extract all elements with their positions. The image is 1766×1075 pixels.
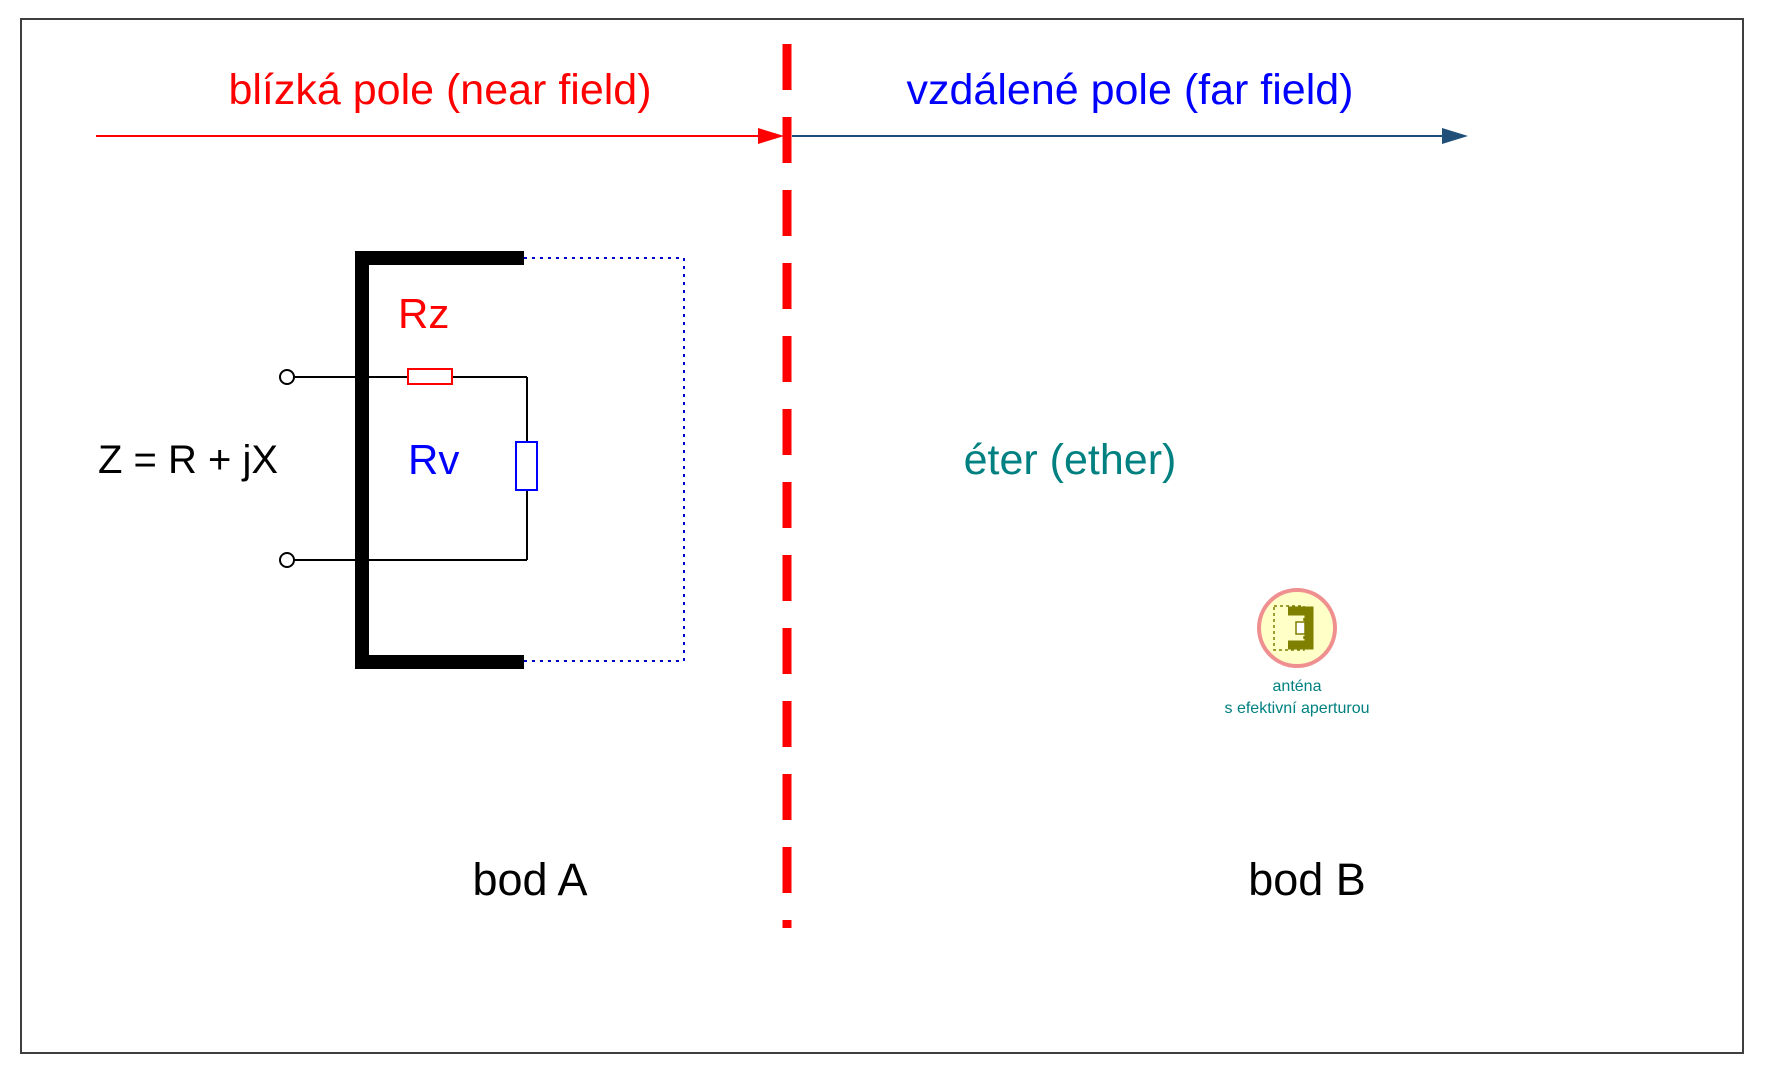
impedance-label: Z = R + jX bbox=[98, 438, 279, 482]
antenna-caption-line1: anténa bbox=[1272, 678, 1322, 695]
terminal-bottom bbox=[279, 552, 295, 568]
equivalent-circuit-outline bbox=[524, 257, 685, 662]
far-field-arrow bbox=[792, 128, 1468, 144]
terminal-top bbox=[279, 369, 295, 385]
rv-resistor-label: Rv bbox=[408, 436, 460, 483]
near-field-arrow bbox=[96, 128, 784, 144]
rz-resistor bbox=[407, 368, 453, 385]
near-field-label: blízká pole (near field) bbox=[228, 66, 652, 114]
dipole-element bbox=[355, 251, 524, 669]
antenna-icon-caption: anténa s efektivní aperturou bbox=[1147, 676, 1447, 720]
point-a-label: bod A bbox=[472, 854, 588, 905]
aperture-antenna-icon bbox=[1257, 588, 1337, 668]
point-b-label: bod B bbox=[1248, 854, 1366, 905]
page-border bbox=[20, 18, 1744, 1054]
far-field-label: vzdálené pole (far field) bbox=[906, 66, 1354, 114]
ether-label: éter (ether) bbox=[963, 436, 1177, 484]
rz-resistor-label: Rz bbox=[398, 290, 450, 337]
antenna-caption-line2: s efektivní aperturou bbox=[1224, 700, 1370, 717]
rv-resistor bbox=[515, 441, 538, 491]
